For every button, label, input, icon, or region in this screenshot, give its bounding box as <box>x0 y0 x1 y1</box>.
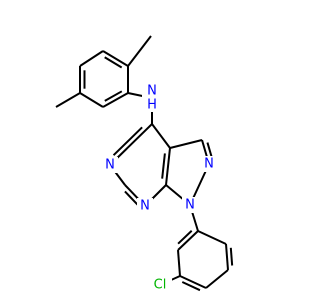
bond-x1-x2 <box>102 50 129 67</box>
double-bond-p1-p2 <box>177 230 193 245</box>
bond-x6-x1 <box>79 50 104 67</box>
bond-p3-p4 <box>179 275 207 289</box>
amine-nitrogen-symbol: N <box>147 84 157 99</box>
bond-c7a-c3a <box>165 147 171 186</box>
double-bond-x3-x4 <box>104 90 123 102</box>
molecule-structure-diagram: N H N N N N Cl <box>55 35 234 293</box>
bond-x5-me2 <box>55 92 81 108</box>
bond-x3-x4 <box>102 92 129 108</box>
double-bond-p5-p6 <box>229 247 234 266</box>
double-bond-c4-n3 <box>112 126 143 156</box>
bond-c3a-c4 <box>151 123 171 149</box>
bond-p4-p5 <box>205 269 229 289</box>
chlorine-atom: Cl <box>148 277 172 293</box>
amine-nitrogen-atom: N H <box>142 82 162 113</box>
bond-p5-p6 <box>225 243 229 271</box>
bond-p6-p1 <box>197 230 227 245</box>
double-bond-c2-n1 <box>124 190 140 207</box>
pyrazole-nitrogen-1-symbol: N <box>185 198 195 213</box>
bond-p1-p2 <box>177 230 199 251</box>
bond-c3a-c3 <box>169 139 203 149</box>
chlorine-symbol: Cl <box>154 278 167 293</box>
double-bond-c7a-c3a <box>161 153 166 179</box>
double-bond-x1-x2 <box>104 56 123 69</box>
pyrimidine-nitrogen-2-symbol: N <box>140 199 150 214</box>
bond-x2-me1 <box>127 35 152 67</box>
pyrazole-nitrogen-2-atom: N <box>201 156 217 172</box>
pyrimidine-nitrogen-1-symbol: N <box>105 158 115 173</box>
bond-p2-p3 <box>177 249 181 277</box>
atom-label-layer: N H N N N N Cl <box>102 82 217 293</box>
bond-x4-x5 <box>79 92 104 108</box>
pyrimidine-nitrogen-2-atom: N <box>137 198 153 214</box>
amine-hydrogen-symbol: H <box>147 98 157 113</box>
pyrimidine-nitrogen-1-atom: N <box>102 157 118 173</box>
double-bond-p3-p4 <box>181 281 201 292</box>
pyrazole-nitrogen-2-symbol: N <box>204 157 214 172</box>
pyrazole-nitrogen-1-atom: N <box>182 197 198 213</box>
